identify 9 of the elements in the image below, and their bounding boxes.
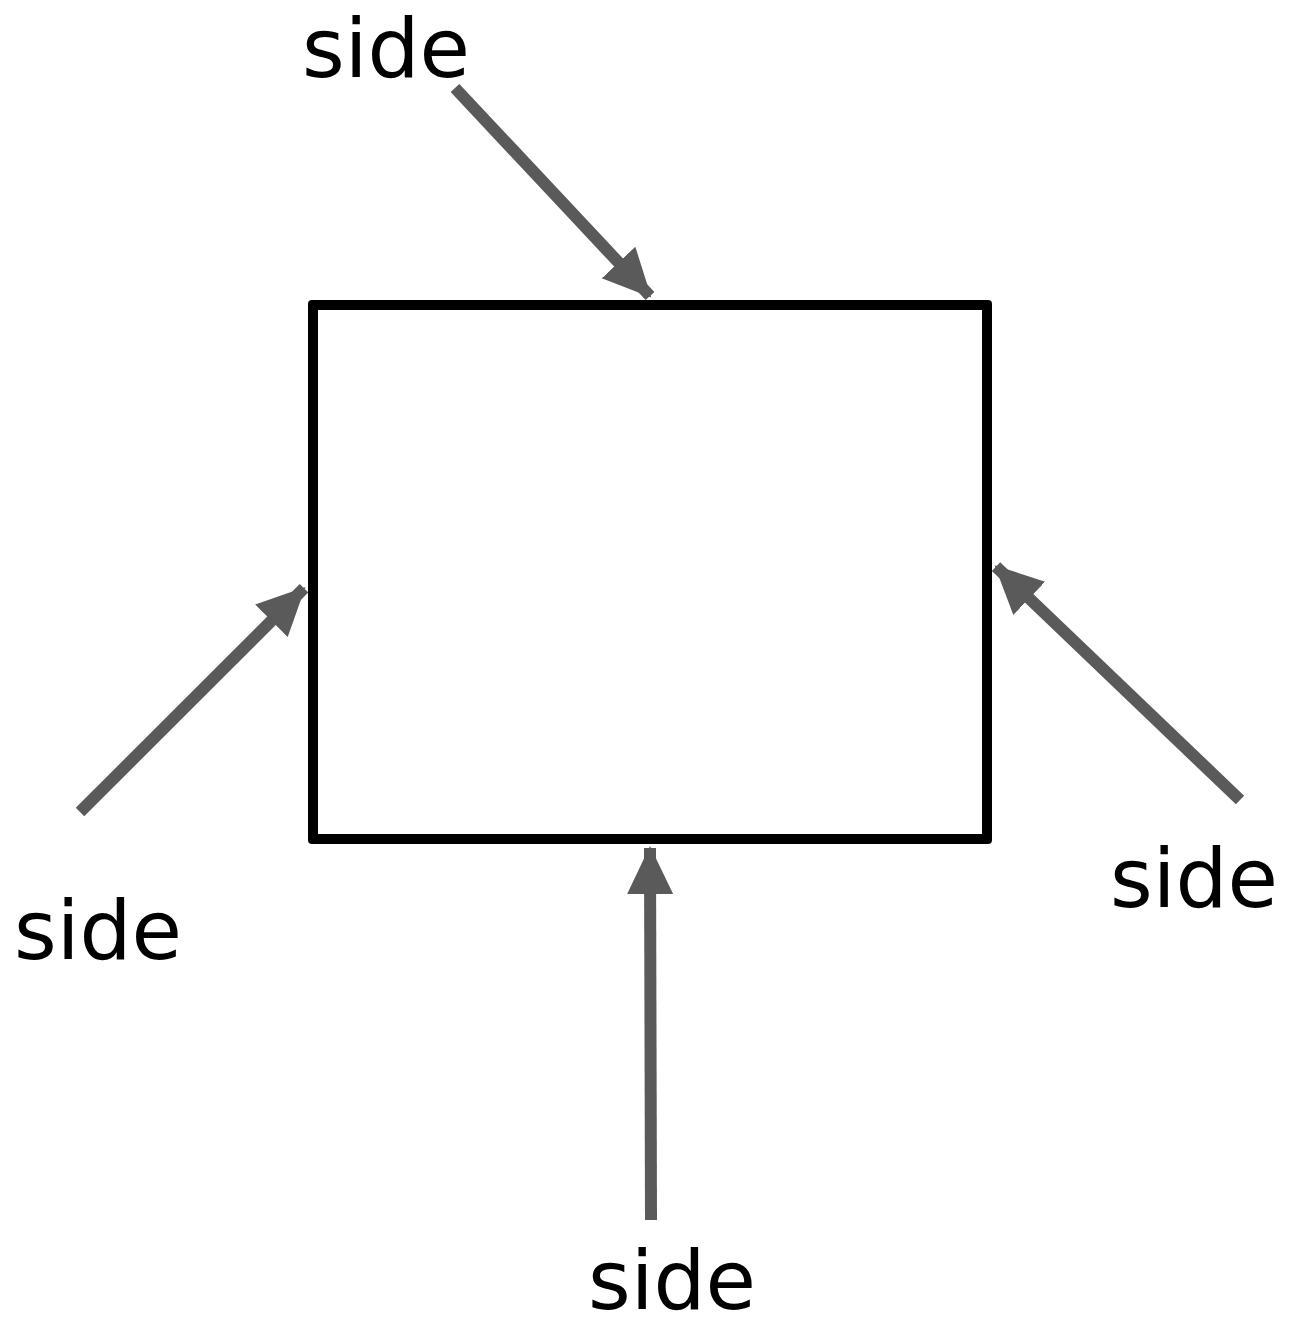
leader-arrow	[75, 584, 309, 817]
side-label: side	[302, 8, 470, 90]
side-label: side	[14, 890, 182, 972]
side-label: side	[588, 1240, 756, 1322]
side-label: side	[1110, 838, 1278, 920]
leader-arrow	[450, 83, 655, 301]
rectangle	[308, 300, 992, 844]
leader-arrow	[991, 562, 1245, 805]
leader-arrow	[627, 846, 674, 1220]
